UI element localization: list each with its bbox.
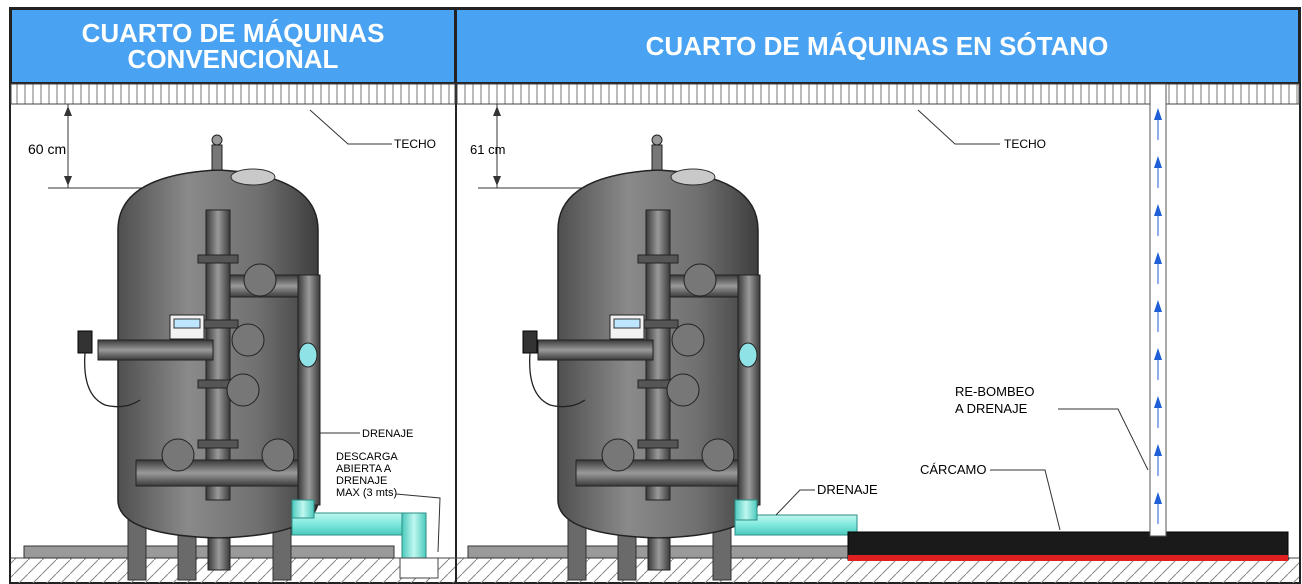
sump-label: CÁRCAMO: [920, 462, 986, 477]
left-power-outlet: [77, 330, 93, 354]
right-power-outlet: [522, 330, 538, 354]
discharge-label-2: ABIERTA A: [336, 463, 392, 475]
repump-label-1: RE-BOMBEO: [955, 384, 1034, 399]
left-clearance-label: 60 cm: [28, 141, 66, 157]
sump-leader: [990, 469, 1061, 531]
left-ceiling-leader: [309, 109, 392, 145]
discharge-label-3: DRENAJE: [336, 475, 387, 487]
right-ceiling-leader: [917, 109, 1000, 145]
right-clearance-label: 61 cm: [470, 142, 505, 157]
left-power-cable: [84, 352, 141, 408]
header-conventional: CUARTO DE MÁQUINAS CONVENCIONAL: [10, 8, 456, 84]
header-conventional-line1: CUARTO DE MÁQUINAS: [81, 18, 385, 48]
repump-leader: [1058, 408, 1149, 471]
right-drain-pipe: [734, 514, 858, 536]
right-filter-tank: [537, 134, 761, 581]
sump-pit-base: [848, 555, 1288, 561]
floor-right: [457, 558, 1299, 583]
floor-left: [11, 558, 455, 583]
left-drain-elbow: [401, 512, 427, 564]
repump-label-2: A DRENAJE: [955, 401, 1028, 416]
discharge-label-4: MAX (3 mts): [336, 487, 397, 499]
left-floor-drain: [399, 557, 439, 579]
discharge-leader: [395, 493, 441, 553]
ceiling-right: [456, 83, 1300, 105]
repump-flow-arrows: [1154, 108, 1162, 530]
right-ceiling-label: TECHO: [1004, 137, 1046, 151]
right-drain-leader: [775, 489, 815, 516]
left-drain-label: DRENAJE: [362, 428, 413, 440]
ceiling-left: [10, 83, 456, 105]
left-filter-tank: [97, 134, 321, 581]
left-ceiling-label: TECHO: [394, 137, 436, 151]
discharge-label-1: DESCARGA: [336, 451, 398, 463]
right-power-cable: [529, 352, 586, 408]
right-drain-label: DRENAJE: [817, 482, 878, 497]
header-conventional-line2: CONVENCIONAL: [127, 44, 339, 74]
